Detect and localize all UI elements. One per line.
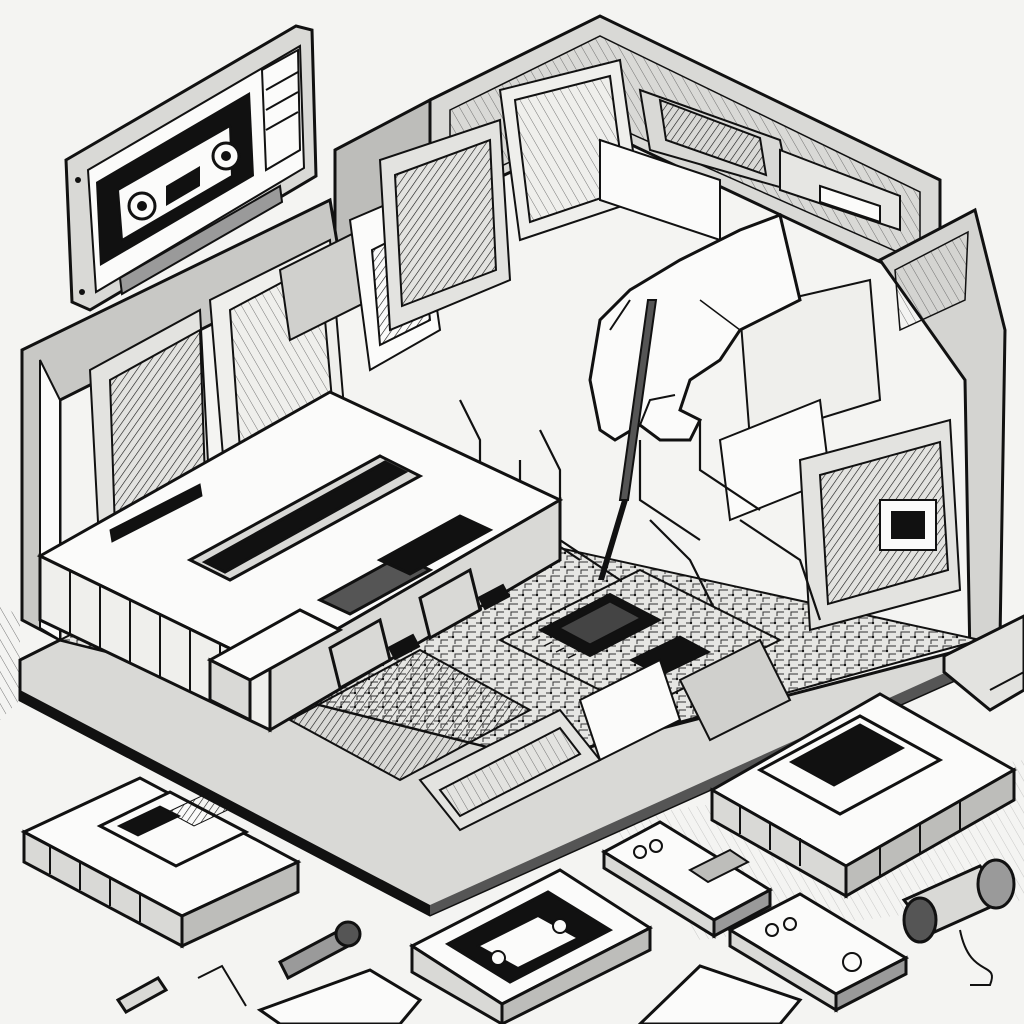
- device-edge-right: [942, 614, 1024, 712]
- game-console-icon: [36, 390, 564, 733]
- lower-modules: [287, 638, 792, 832]
- controller-icon: [600, 820, 774, 939]
- cassette-tape-icon: [64, 24, 318, 312]
- controller-icon-2: [726, 892, 910, 1013]
- cassette-tape-icon-bottom: [409, 868, 653, 1024]
- game-cartridge-icon: [20, 776, 302, 949]
- capacitor-icon: [901, 858, 1016, 986]
- game-cartridge-icon-right: [708, 692, 1018, 899]
- screwdriver-icon: [598, 299, 658, 580]
- fuse-icon: [115, 920, 362, 1014]
- cartridge-bottom-edge: [256, 964, 803, 1024]
